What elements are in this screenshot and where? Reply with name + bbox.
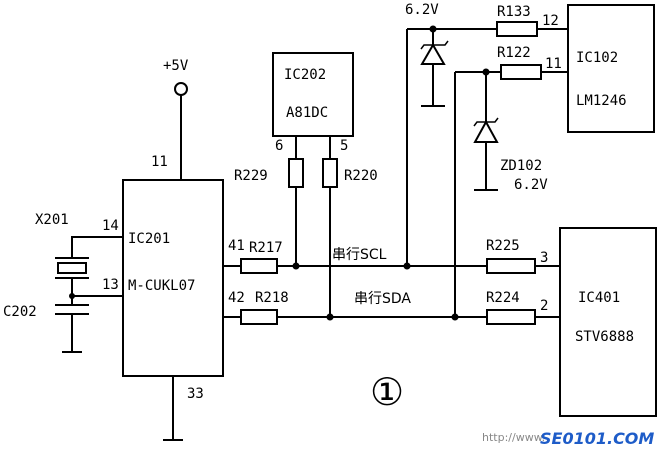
sda-bus: R218 串行SDA R224 2 [223,290,560,325]
ic201-pin-vcc: 11 [151,154,168,170]
ic201-part: M-CUKL07 [128,278,195,294]
zener-top-body [420,43,446,65]
ic201: IC201 M-CUKL07 11 14 13 41 42 33 [102,154,245,441]
r122-network: R122 11 ZD102 6.2V [454,45,568,317]
ic202-part: A81DC [286,105,328,121]
r218-label: R218 [255,290,289,306]
scl-bus-label: 串行SCL [332,247,387,263]
watermark: http://www. SE0101.COM [482,429,654,448]
ic201-pin-x2: 13 [102,277,119,293]
ic102-ref: IC102 [576,50,618,66]
zener-top-voltage: 6.2V [405,2,439,18]
r133-network: R133 12 6.2V [405,2,568,266]
r122-label: R122 [497,45,531,61]
ic202-pin-b: 5 [340,138,348,154]
supply-terminal [174,82,188,96]
resistor-r133 [496,21,538,37]
supply-label: +5V [163,58,189,74]
ic202-ref: IC202 [284,67,326,83]
r224-label: R224 [486,290,520,306]
ic401: IC401 STV6888 [559,227,657,417]
crystal-wire-top [71,236,123,258]
ic201-pin-gnd: 33 [187,386,204,402]
resistor-r229 [288,158,304,188]
ic102-pin-b: 11 [545,56,562,72]
resistor-r122 [500,64,542,80]
junction-sda-r220 [326,313,334,321]
ic201-body [122,179,224,377]
figure-marker: ① [370,370,404,414]
r217-label: R217 [249,240,283,256]
ic401-pin-sda: 2 [540,298,548,314]
ic201-ref: IC201 [128,231,170,247]
sda-bus-label: 串行SDA [354,291,411,307]
zd102-voltage: 6.2V [514,177,548,193]
r220-label: R220 [344,168,378,184]
r133-label: R133 [497,4,531,20]
watermark-url: http://www. [482,431,545,444]
ic202: IC202 A81DC 6 5 R229 R220 [234,52,378,317]
resistor-r217 [240,258,278,274]
ic102-body [567,4,655,133]
crystal-body [57,262,87,274]
ic202-pin-a: 6 [275,138,283,154]
ic102: IC102 LM1246 [567,4,655,133]
ic102-part: LM1246 [576,93,627,109]
ic401-body [559,227,657,417]
zener-top-cathode [420,40,449,50]
resistor-r224 [486,309,536,325]
capacitor-ref: C202 [3,304,37,320]
r229-label: R229 [234,168,268,184]
r225-label: R225 [486,238,520,254]
watermark-logo: SE0101.COM [540,429,654,448]
ic201-pin-scl: 41 [228,238,245,254]
junction-scl-r229 [292,262,300,270]
resistor-r218 [240,309,278,325]
ic102-pin-a: 12 [542,13,559,29]
ic201-pin-x1: 14 [102,218,119,234]
resistor-r225 [486,258,536,274]
ic401-ref: IC401 [578,290,620,306]
crystal-ref: X201 [35,212,69,228]
ic401-pin-scl: 3 [540,250,548,266]
ic202-body [272,52,354,137]
ic401-part: STV6888 [575,329,634,345]
resistor-r220 [322,158,338,188]
zd102-body [473,119,499,143]
supply-5v: +5V [163,58,189,180]
scl-bus: R217 串行SCL R225 3 [223,238,560,274]
oscillator-section: X201 C202 [3,212,123,353]
zd102-ref: ZD102 [500,158,542,174]
ic201-pin-sda: 42 [228,290,245,306]
